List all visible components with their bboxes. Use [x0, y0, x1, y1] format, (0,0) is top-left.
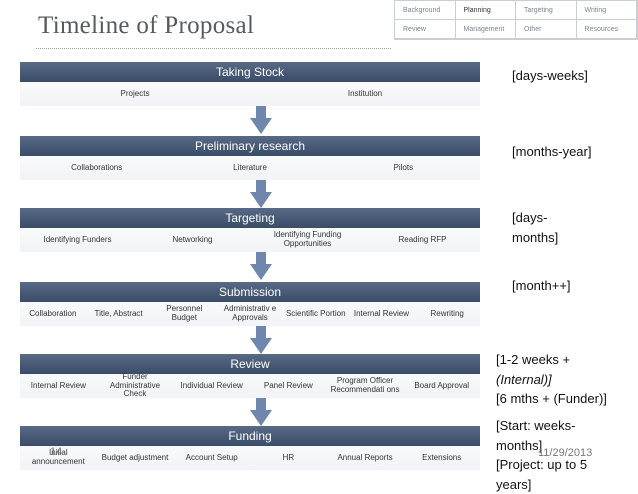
stage-item: Literature [173, 156, 326, 180]
stage-item: Rewriting [414, 302, 480, 326]
stage-item: Individual Review [173, 374, 250, 398]
nav-writing[interactable]: Writing [577, 1, 638, 20]
duration-note-preliminary-research: [months-year] [512, 142, 591, 162]
page-number: 14 [50, 446, 62, 458]
stage-title: Submission [20, 282, 480, 302]
nav-background[interactable]: Background [395, 1, 456, 20]
section-nav: Background Planning Targeting Writing Re… [394, 0, 638, 40]
note-line: [1-2 weeks + [496, 350, 607, 370]
stage-item: HR [250, 446, 327, 470]
note-line: [Start: weeks- [496, 416, 587, 436]
stage-item: Annual Reports [327, 446, 404, 470]
nav-review[interactable]: Review [395, 20, 456, 39]
stage-item: Panel Review [250, 374, 327, 398]
stage-item: Scientific Portion [283, 302, 349, 326]
stage-item: Collaboration [20, 302, 86, 326]
stage-item: Internal Review [20, 374, 97, 398]
duration-note-submission: [month++] [512, 276, 571, 296]
stage-title: Review [20, 354, 480, 374]
stage-item: Institution [250, 82, 480, 106]
flow-arrow-icon [250, 264, 272, 280]
nav-resources[interactable]: Resources [577, 20, 638, 39]
title-underline [36, 48, 391, 49]
duration-note-taking-stock: [days-weeks] [512, 66, 588, 86]
nav-other[interactable]: Other [516, 20, 577, 39]
stage-taking-stock: Taking Stock Projects Institution [20, 62, 480, 106]
slide-title: Timeline of Proposal [38, 12, 254, 40]
duration-note-review: [1-2 weeks + (Internal)] [6 mths + (Fund… [496, 350, 607, 409]
stage-item: Funder Administrative Check [97, 374, 174, 398]
stage-item: Title, Abstract [86, 302, 152, 326]
stage-item: Program Officer Recommendati ons [327, 374, 404, 398]
stage-funding: Funding Initial announcement Budget adju… [20, 426, 480, 470]
stage-title: Funding [20, 426, 480, 446]
stage-title: Taking Stock [20, 62, 480, 82]
flow-arrow-icon [250, 338, 272, 354]
stage-submission: Submission Collaboration Title, Abstract… [20, 282, 480, 326]
note-line: [days-weeks] [512, 66, 588, 86]
stage-items: Collaborations Literature Pilots [20, 156, 480, 180]
stage-item: Pilots [327, 156, 480, 180]
nav-targeting[interactable]: Targeting [516, 1, 577, 20]
stage-items: Projects Institution [20, 82, 480, 106]
stage-item: Extensions [403, 446, 480, 470]
stage-item: Personnel Budget [151, 302, 217, 326]
note-line: [6 mths + (Funder)] [496, 389, 607, 409]
stage-item: Collaborations [20, 156, 173, 180]
stage-items: Initial announcement Budget adjustment A… [20, 446, 480, 470]
stage-item: Board Approval [403, 374, 480, 398]
stage-title: Targeting [20, 208, 480, 228]
stage-item: Reading RFP [365, 228, 480, 252]
stage-title: Preliminary research [20, 136, 480, 156]
note-line: [month++] [512, 276, 571, 296]
stage-item: Identifying Funders [20, 228, 135, 252]
note-line: [days- [512, 208, 558, 228]
stage-item: Networking [135, 228, 250, 252]
stage-preliminary-research: Preliminary research Collaborations Lite… [20, 136, 480, 180]
note-line: (Internal)] [496, 370, 607, 390]
stage-item: Budget adjustment [97, 446, 174, 470]
nav-planning[interactable]: Planning [456, 1, 517, 20]
stage-targeting: Targeting Identifying Funders Networking… [20, 208, 480, 252]
stage-items: Internal Review Funder Administrative Ch… [20, 374, 480, 398]
note-line: [months-year] [512, 142, 591, 162]
flow-arrow-icon [250, 410, 272, 426]
stage-item: Administrativ e Approvals [217, 302, 283, 326]
duration-note-targeting: [days- months] [512, 208, 558, 247]
stage-items: Collaboration Title, Abstract Personnel … [20, 302, 480, 326]
stage-item: Account Setup [173, 446, 250, 470]
stage-items: Identifying Funders Networking Identifyi… [20, 228, 480, 252]
stage-review: Review Internal Review Funder Administra… [20, 354, 480, 398]
flow-arrow-icon [250, 192, 272, 208]
note-line: months] [512, 228, 558, 248]
stage-item: Identifying Funding Opportunities [250, 228, 365, 252]
stage-item: Projects [20, 82, 250, 106]
slide-date: 11/29/2013 [538, 447, 592, 459]
stage-item: Internal Review [349, 302, 415, 326]
note-line: years] [496, 475, 587, 494]
nav-management[interactable]: Management [456, 20, 517, 39]
flow-arrow-icon [250, 118, 272, 134]
